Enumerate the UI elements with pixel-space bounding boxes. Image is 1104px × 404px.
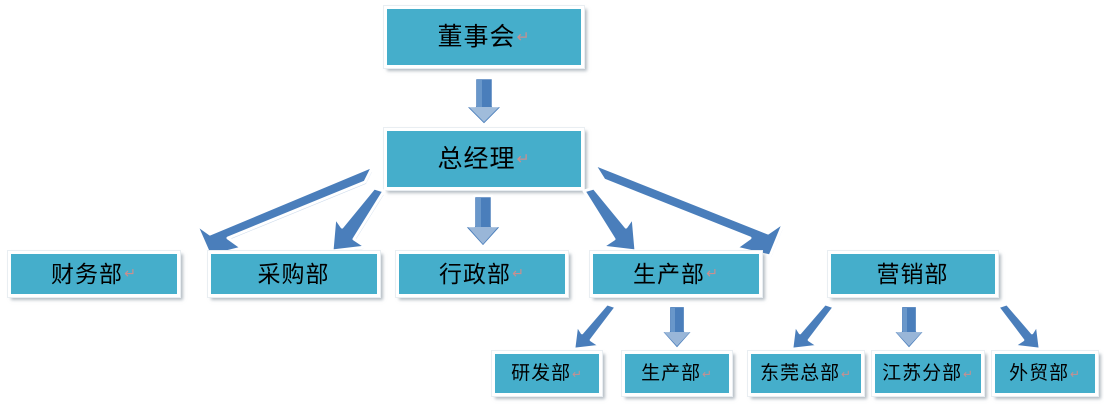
node-foreign-trade-dept-label: 外贸部: [1009, 363, 1070, 384]
pilcrow-mark: ↵: [1070, 366, 1081, 381]
pilcrow-mark: ↵: [516, 150, 531, 168]
connector-marketing-to-dongguan-arrow: [790, 302, 838, 354]
connector-gm-to-purchase-arrow: [330, 185, 390, 257]
pilcrow-mark: ↵: [516, 28, 531, 46]
connector-gm-to-finance-arrow: [160, 162, 377, 262]
node-production-sub-dept-label: 生产部: [641, 363, 702, 384]
node-general-manager[interactable]: 总经理↵: [383, 127, 585, 191]
node-board-label: 董事会: [437, 23, 516, 51]
node-production-dept[interactable]: 生产部↵: [589, 250, 763, 298]
pilcrow-mark: ↵: [572, 366, 583, 381]
node-marketing-dept-label: 营销部: [876, 261, 949, 287]
connector-marketing-to-trade-arrow: [994, 302, 1043, 354]
node-purchasing-dept-label: 采购部: [257, 261, 330, 287]
connector-marketing-to-jiangsu-arrow: [890, 304, 928, 352]
connector-gm-to-marketing-arrow: [592, 160, 822, 262]
node-finance-dept-label: 财务部: [51, 261, 124, 287]
node-production-sub-dept[interactable]: 生产部↵: [621, 350, 733, 397]
node-dongguan-hq-label: 东莞总部: [760, 363, 841, 384]
connector-board-to-gm-arrow: [463, 76, 506, 128]
node-admin-dept[interactable]: 行政部↵: [395, 250, 569, 298]
node-finance-dept[interactable]: 财务部↵: [7, 250, 181, 298]
connector-gm-to-produce-arrow: [578, 185, 640, 257]
node-general-manager-label: 总经理: [437, 145, 516, 173]
node-purchasing-dept[interactable]: 采购部: [207, 250, 381, 298]
connector-gm-to-admin-arrow: [461, 194, 505, 250]
node-production-dept-label: 生产部: [633, 261, 706, 287]
node-marketing-dept[interactable]: 营销部: [827, 250, 999, 298]
node-rd-dept-label: 研发部: [511, 363, 572, 384]
node-foreign-trade-dept[interactable]: 外贸部↵: [991, 350, 1099, 397]
connector-produce-to-prod2-arrow: [658, 304, 696, 352]
connector-produce-to-rd-arrow: [572, 302, 620, 354]
pilcrow-mark: ↵: [512, 266, 525, 282]
node-dongguan-hq[interactable]: 东莞总部↵: [747, 350, 865, 397]
pilcrow-mark: ↵: [702, 366, 713, 381]
pilcrow-mark: ↵: [124, 266, 137, 282]
node-board[interactable]: 董事会↵: [383, 5, 585, 69]
pilcrow-mark: ↵: [841, 366, 852, 381]
node-jiangsu-branch[interactable]: 江苏分部↵: [871, 350, 985, 397]
pilcrow-mark: ↵: [706, 266, 719, 282]
node-admin-dept-label: 行政部: [439, 261, 512, 287]
node-jiangsu-branch-label: 江苏分部: [882, 363, 963, 384]
pilcrow-mark: ↵: [963, 366, 974, 381]
node-rd-dept[interactable]: 研发部↵: [491, 350, 603, 397]
